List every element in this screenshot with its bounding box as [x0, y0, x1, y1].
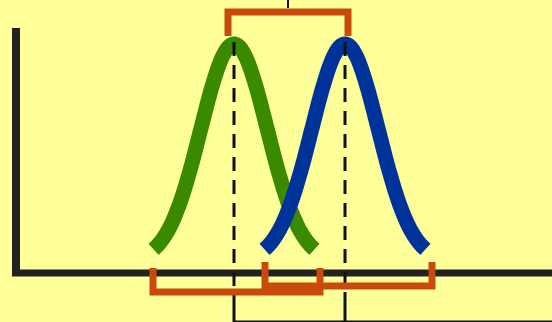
bottom-connector-line	[232, 292, 552, 322]
top-bracket	[224, 8, 352, 36]
bottom-bracket-green	[149, 268, 324, 296]
bottom-bracket-blue	[261, 262, 436, 290]
